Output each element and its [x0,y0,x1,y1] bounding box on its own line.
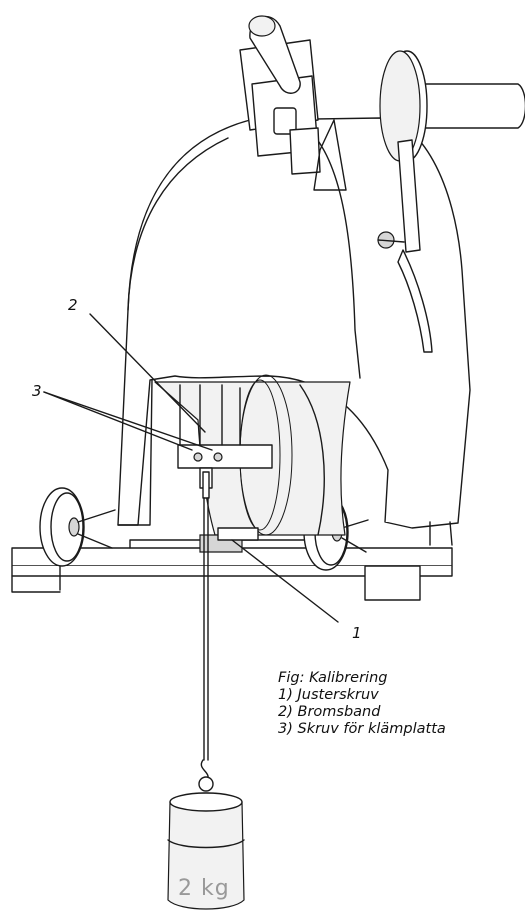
caption-title: Fig: Kalibrering [278,670,388,686]
calibration-weight [167,497,245,910]
figure-caption: Fig: Kalibrering 1) Justerskruv 2) Broms… [278,670,446,738]
caption-item-2: 2) Bromsband [278,704,381,720]
weight-label: 2 kg [178,876,230,901]
hand-crank [377,50,525,353]
caption-item-1: 1) Justerskruv [278,687,379,703]
brake-bracket [177,384,273,553]
left-wheel [39,487,116,567]
console [239,15,347,191]
callout-1: 1 [352,624,362,642]
leader-lines [43,313,339,623]
caption-item-3: 3) Skruv för klämplatta [278,721,446,737]
callout-2: 2 [68,296,78,314]
callout-3: 3 [32,382,42,400]
